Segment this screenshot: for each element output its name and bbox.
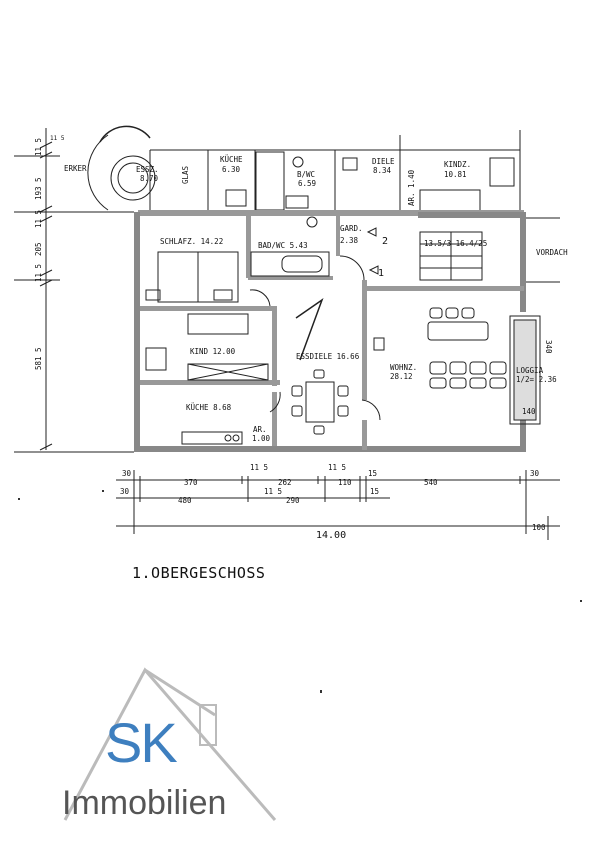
dim-left-4: 205: [34, 242, 43, 256]
label-garderobe: GARD.: [340, 224, 363, 233]
label-essdiele: ESSDIELE 16.66: [296, 352, 360, 361]
label-ar-area: 1.00: [252, 434, 271, 443]
dims-bottom-text: 30 370 11 5 262 11 5 110 15 540 30 30 48…: [120, 340, 553, 541]
dim-r1-5: 110: [338, 478, 352, 487]
dim-r2-4: 15: [370, 487, 379, 496]
dims-left-text: 11 5 193 5 11 5 205 11 5 581 5 111 11 5: [34, 135, 65, 370]
label-bwc: B/WC: [297, 170, 315, 179]
dim-r2-2: 11 5: [264, 487, 282, 496]
scan-specks: [18, 490, 582, 693]
label-diele-top: DIELE: [372, 157, 395, 166]
dims-bottom: [14, 451, 560, 540]
dim-top-label: 11 5: [50, 135, 65, 142]
dim-r2-1: 480: [178, 496, 192, 505]
fixtures: [145, 216, 560, 445]
label-stair-count: 13.5/3 16.4/25: [424, 239, 487, 248]
label-vordach: VORDACH: [536, 248, 568, 257]
dim-r2-3: 290: [286, 496, 300, 505]
label-kueche-top: KÜCHE: [220, 155, 243, 164]
label-kindz-area: 10.81: [444, 170, 467, 179]
room-labels: ERKER ESSZ. 8.70 GLAS KÜCHE 6.30 B/WC 6.…: [64, 155, 568, 443]
label-erker: ERKER: [64, 164, 87, 173]
dim-left-2: 193 5: [34, 177, 43, 200]
dim-total: 14.00: [316, 530, 346, 541]
label-ar-top: AR. 1.40: [407, 169, 416, 206]
dim-r1-2: 11 5: [250, 463, 268, 472]
inner-walls: [140, 216, 524, 450]
dim-r1-0: 30: [122, 469, 132, 478]
company-logo: [63, 667, 277, 821]
dim-left-3: 11 5: [34, 210, 43, 228]
label-bwc-area: 6.59: [298, 179, 316, 188]
label-essz-area: 8.70: [140, 174, 159, 183]
dim-r1-1: 370: [184, 478, 198, 487]
dim-r1-7: 540: [424, 478, 438, 487]
wall-band-upper: [138, 210, 524, 216]
label-glas: GLAS: [181, 165, 190, 184]
dim-r1-4: 11 5: [328, 463, 346, 472]
label-badwc: BAD/WC 5.43: [258, 241, 308, 250]
dim-loggia: 140: [522, 407, 536, 416]
outer-walls: [134, 212, 526, 452]
label-kueche-top-area: 6.30: [222, 165, 241, 174]
label-garderobe-area: 2.38: [340, 236, 359, 245]
label-essz: ESSZ.: [136, 165, 159, 174]
label-kindz: KINDZ.: [444, 160, 471, 169]
dims-left: [14, 128, 134, 451]
dim-left-5: 11 5: [34, 264, 43, 282]
dim-r1-3: 262: [278, 478, 292, 487]
dim-left-6: 581 5: [34, 347, 43, 370]
dim-r2-0: 30: [120, 487, 130, 496]
label-kind: KIND 12.00: [190, 347, 236, 356]
label-stair-num: 2: [382, 236, 388, 247]
label-wohnz-area: 28.12: [390, 372, 413, 381]
dim-left-1: 11 5: [34, 138, 43, 156]
label-ar: AR.: [253, 425, 267, 434]
brand-sk: SK: [105, 711, 178, 774]
house-roof-icon: [63, 667, 277, 821]
label-kueche: KÜCHE 8.68: [186, 403, 232, 412]
brand-name: Immobilien: [62, 784, 227, 822]
dim-loggia-v: 340: [544, 340, 553, 354]
label-wohnz: WOHNZ.: [390, 363, 417, 372]
label-diele-top-area: 8.34: [373, 166, 392, 175]
label-stair-mark: 1: [378, 268, 384, 279]
label-schlafz: SCHLAFZ. 14.22: [160, 237, 223, 246]
dim-right: 100: [532, 523, 546, 532]
label-loggia-area: 1/2= 2.36: [516, 375, 557, 384]
dim-r1-8: 30: [530, 469, 540, 478]
floor-title: 1.OBERGESCHOSS: [132, 564, 265, 582]
dim-r1-6: 15: [368, 469, 377, 478]
label-loggia: LOGGIA: [516, 366, 544, 375]
